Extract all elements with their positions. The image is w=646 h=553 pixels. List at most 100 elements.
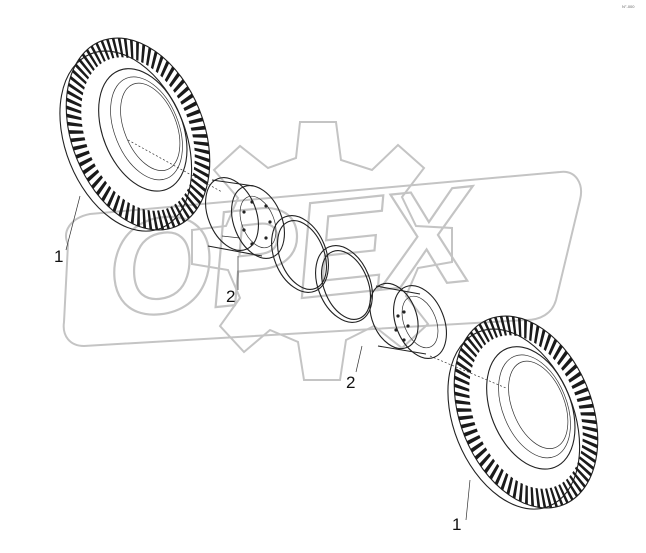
tread-block [106,38,115,59]
tread-block [469,331,483,349]
tread-block [177,200,191,219]
tread-block [557,350,568,366]
tread-block [190,125,206,131]
tread-block [569,475,583,493]
tread-block [581,444,597,457]
tread-block [564,364,578,377]
tread-block [456,408,472,412]
callout-rim-lower: 2 [346,373,355,392]
tread-block [494,316,503,337]
tread-block [91,175,103,189]
tread-block [170,206,181,226]
callout-tire-right: 1 [452,515,461,534]
tread-block [192,134,208,138]
tread-block [483,320,494,340]
tread-block [512,480,518,499]
tread-block [462,341,478,358]
gear-watermark-icon [191,121,453,381]
watermark-brand-text: OPEX [99,157,486,347]
tread-block [66,97,82,108]
tread-block [474,447,488,460]
tread-block [136,41,139,61]
tread-block [70,137,86,143]
tread-block [517,317,522,338]
tread-block [458,415,474,421]
tread-block [479,453,491,467]
tread-block [549,487,558,508]
tread-block [578,403,594,409]
tread-block [124,202,130,221]
tread-block [456,360,472,374]
tread-block [181,197,195,215]
tread-block [130,204,135,225]
tread-block [581,419,597,425]
tread-block [524,319,527,339]
tread-block [67,121,83,127]
tread-block [500,472,509,491]
tread-block [460,421,476,429]
tread-block [511,316,517,336]
tread-block [81,53,95,71]
tread-block [534,325,540,344]
tread-block [568,371,582,383]
callout-tire-left: 1 [54,247,63,266]
tread-block [538,328,546,348]
tread-block [186,109,201,118]
tread-block [455,367,471,380]
tread-block [499,316,507,336]
tread-block [455,399,471,405]
tread-block [160,60,170,78]
tread-block [188,117,204,125]
banner-watermark [62,170,582,348]
tread-block [66,113,82,121]
tread-block [75,150,90,159]
tread-block [96,180,107,196]
tread-block [166,208,176,228]
tread-block [67,89,83,102]
tread-block [123,38,129,58]
tread-block [518,482,523,503]
rim-lower [369,282,447,359]
tread-block [466,435,481,445]
tread-block [579,456,595,471]
tread-block [494,468,504,486]
tread-block [488,318,498,338]
tread-block [78,157,93,167]
tread-block [164,66,175,83]
tread-block [470,441,484,453]
tread-block [191,178,207,193]
tread-block [184,192,198,210]
tread-block [111,38,119,58]
lock-ring-lower [315,245,373,323]
tread-block [72,143,88,151]
bolt-holes-upper [242,200,272,246]
tread-block [106,190,116,208]
tread-block [192,172,208,186]
tread-block [101,185,112,202]
tread-block [577,461,592,477]
tread-block [174,203,186,223]
tread-block [100,40,110,60]
tread-block [565,478,579,497]
tread-block [466,336,480,354]
tread-block [129,39,134,60]
tread-block [460,347,475,363]
tread-block [554,486,564,506]
tread-block [112,194,121,213]
tread-block [193,166,209,179]
tread-block [571,379,586,389]
tread-block [525,485,528,505]
tread-block [540,488,547,508]
tread-block [529,321,534,342]
tread-block [582,438,598,449]
tread-block [558,484,569,504]
tread-block [173,79,185,93]
tread-block [535,488,541,508]
tire-left [59,37,211,232]
tread-block [552,344,563,361]
callout-rim-upper: 2 [226,287,235,306]
tread-block [186,188,202,205]
tread-block [169,72,180,88]
tread-block [85,49,99,68]
